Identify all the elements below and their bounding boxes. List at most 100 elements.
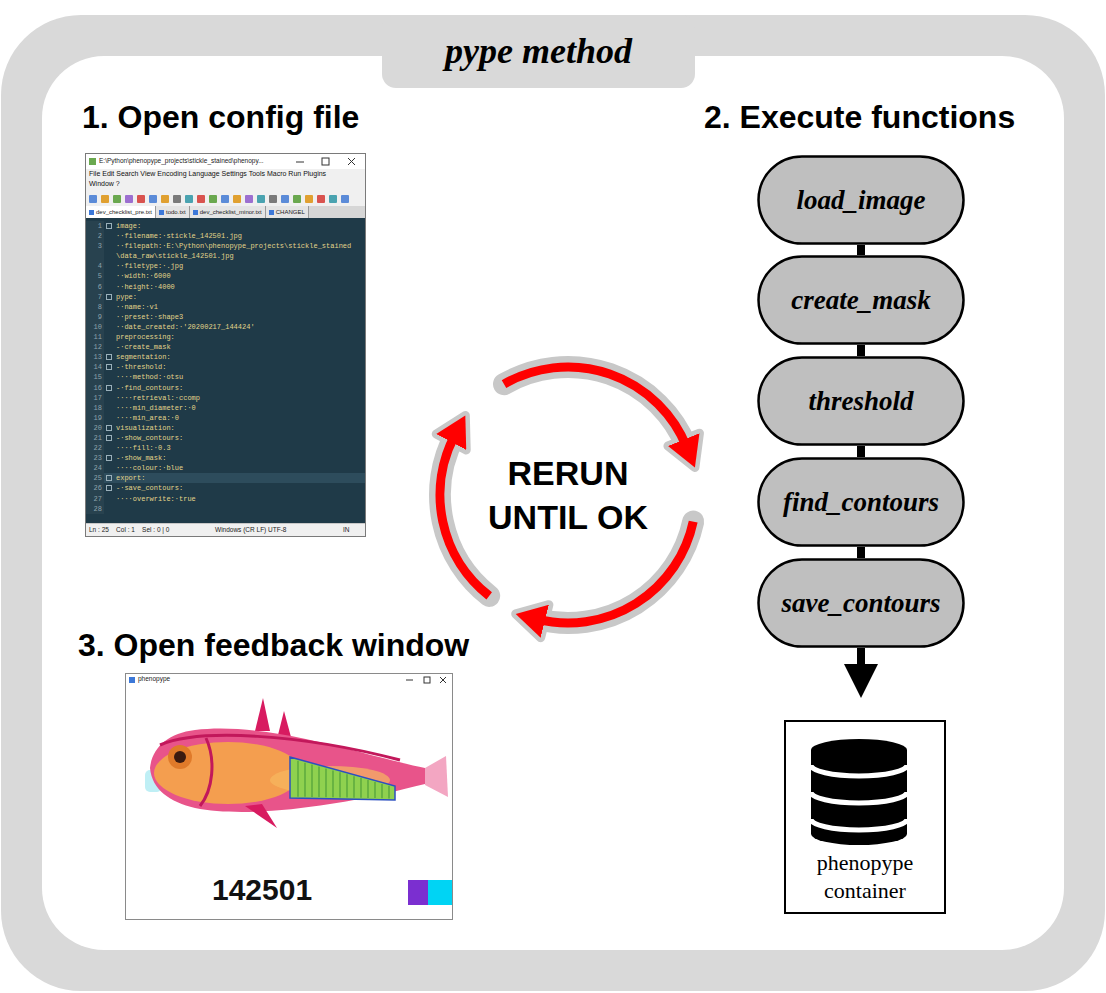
- line-gutter: 24: [86, 463, 104, 473]
- code-cell: ··preset:·shape3: [113, 312, 354, 322]
- code-line: ····min_diameter:·0: [116, 403, 354, 413]
- function-pill: create_mask: [757, 255, 965, 345]
- segment-stripe: [360, 778, 361, 798]
- graphic-part: [440, 677, 446, 683]
- tab-icon: [193, 210, 198, 215]
- status-text: UTF-8: [268, 526, 286, 533]
- toolbar-icon: [137, 195, 145, 203]
- label-slot: File Edit Search View Encoding Language …: [89, 170, 326, 177]
- cycle-arrow: [440, 435, 489, 596]
- flow-connector: [857, 648, 865, 666]
- segment-stripe: [325, 768, 326, 797]
- line-gutter: 5: [86, 271, 104, 281]
- label-slot: pype method: [382, 30, 695, 72]
- code-row: 17····retrieval:·ccomp: [86, 393, 365, 403]
- fold-margin: [104, 423, 113, 433]
- line-gutter: 14: [86, 362, 104, 372]
- fold-margin: [104, 271, 113, 281]
- toolbar-icon: [317, 195, 325, 203]
- line-number: 13: [86, 352, 102, 362]
- line-number: 24: [86, 463, 102, 473]
- line-gutter: 4: [86, 261, 104, 271]
- line-number: 8: [86, 302, 102, 312]
- line-gutter: 15: [86, 372, 104, 382]
- line-gutter: 26: [86, 483, 104, 493]
- code-cell: -·find_contours:: [113, 383, 354, 393]
- fold-marker: [106, 354, 112, 360]
- line-number: 16: [86, 383, 102, 393]
- function-pill: find_contours: [757, 457, 965, 547]
- fold-margin: [104, 362, 113, 372]
- graphic-part: [296, 162, 304, 163]
- code-row: 2··filename:·stickle_142501.jpg: [86, 231, 365, 241]
- fold-margin: [104, 241, 113, 261]
- line-gutter: 20: [86, 423, 104, 433]
- segment-stripe: [388, 786, 389, 799]
- line-gutter: 12: [86, 342, 104, 352]
- graphic-part: [408, 880, 428, 905]
- editor-toolbar: [86, 191, 365, 206]
- graphic-part: [759, 257, 964, 344]
- toolbar-icon: [185, 195, 193, 203]
- code-row: 8··name:·v1: [86, 302, 365, 312]
- fold-margin: [104, 282, 113, 292]
- line-gutter: 27: [86, 494, 104, 504]
- code-cell: [113, 504, 354, 514]
- code-line: preprocessing:: [116, 332, 354, 342]
- fold-margin: [104, 494, 113, 504]
- code-cell: -·show_mask:: [113, 453, 354, 463]
- tab-icon: [269, 210, 274, 215]
- code-row: 16 -·find_contours:: [86, 383, 365, 393]
- toolbar-icon: [125, 195, 133, 203]
- graphic-part: [322, 158, 329, 165]
- line-gutter: 9: [86, 312, 104, 322]
- step-heading: 2. Execute functions: [704, 99, 1015, 136]
- editor-tab: dev_checklist_minor.txt: [190, 206, 266, 218]
- code-line: -·save_contours:: [116, 483, 354, 493]
- line-gutter: 3: [86, 241, 104, 261]
- function-pill: threshold: [757, 356, 965, 446]
- fold-margin: [104, 433, 113, 443]
- line-number: 7: [86, 292, 102, 302]
- line-gutter: 16: [86, 383, 104, 393]
- function-pill: load_image: [757, 155, 965, 245]
- label-slot: RERUN UNTIL OK: [473, 451, 663, 539]
- segment-stripe: [381, 784, 382, 798]
- step-heading: 3. Open feedback window: [78, 627, 469, 664]
- graphic-part: [290, 757, 395, 800]
- fold-margin: [104, 231, 113, 241]
- graphic-part: [200, 738, 212, 806]
- code-row: 14 -·threshold:: [86, 362, 365, 372]
- code-line: segmentation:: [116, 352, 354, 362]
- code-line: ··width:·6000: [116, 271, 354, 281]
- code-line: visualization:: [116, 423, 354, 433]
- line-number: 1: [86, 221, 102, 231]
- fold-margin: [104, 453, 113, 463]
- fold-margin: [104, 483, 113, 493]
- code-cell: export:: [113, 473, 354, 483]
- label-slot: 3. Open feedback window: [78, 627, 469, 664]
- code-line: -·threshold:: [116, 362, 354, 372]
- line-gutter: 18: [86, 403, 104, 413]
- code-cell: ··height:·4000: [113, 282, 354, 292]
- label-slot: E:\Python\phenopype_projects\stickle_sta…: [99, 157, 264, 164]
- code-row: 5 ··width:·6000: [86, 271, 365, 281]
- line-number: 9: [86, 312, 102, 322]
- code-row: 3··filepath:·E:\Python\phenopype_project…: [86, 241, 365, 261]
- fold-margin: [104, 322, 113, 332]
- code-line: image:: [116, 221, 354, 231]
- graphic-part: [168, 745, 192, 769]
- fold-margin: [104, 312, 113, 322]
- code-row: 10··date_created:·'20200217_144424': [86, 322, 365, 332]
- line-gutter: 1: [86, 221, 104, 231]
- fold-margin: [104, 292, 113, 302]
- label-slot: phenopype: [138, 675, 170, 682]
- graphic-part: [424, 677, 430, 683]
- label-slot: 142501: [212, 873, 312, 907]
- function-name: load_image: [797, 185, 926, 216]
- editor-statusbar: Ln : 25 Col : 1 Sel : 0 | 0Windows (CR L…: [86, 523, 365, 537]
- toolbar-icon: [269, 195, 277, 203]
- fold-marker: [106, 435, 112, 441]
- menu-items: File Edit Search View Encoding Language …: [89, 170, 326, 177]
- function-name: threshold: [808, 386, 913, 417]
